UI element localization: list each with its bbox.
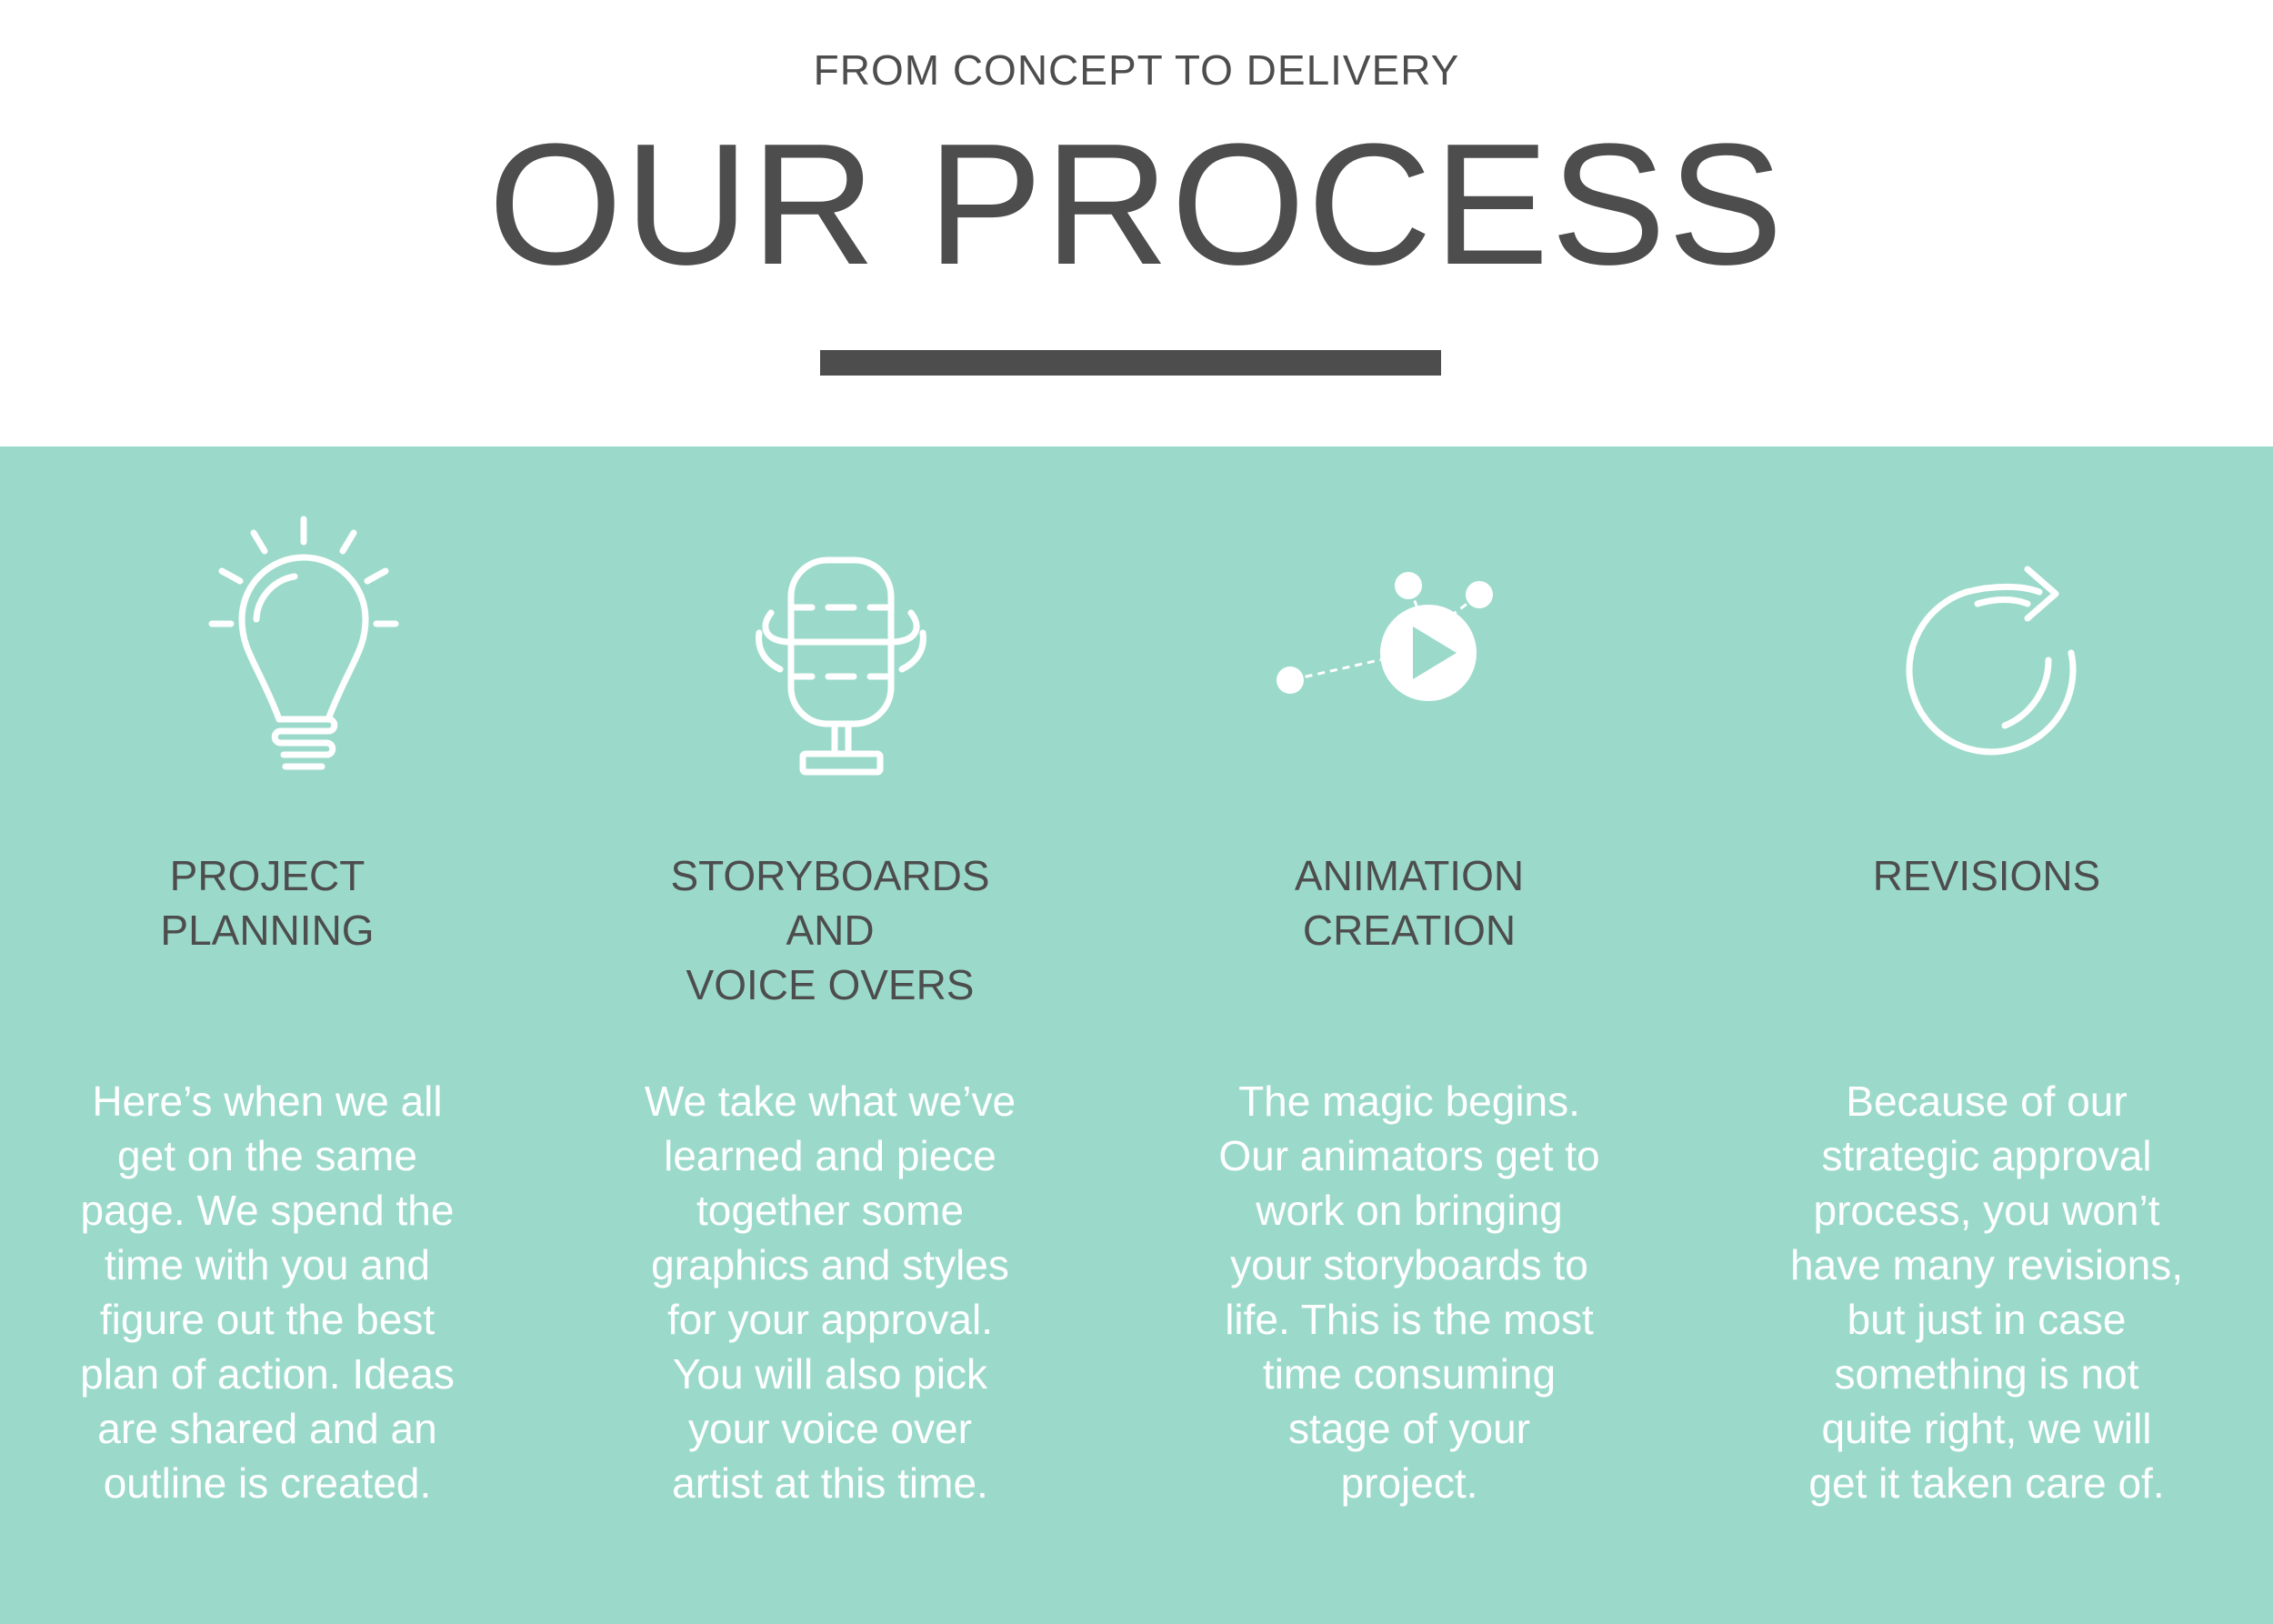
step-description: Here’s when we all get on the same page.… [80, 1078, 455, 1507]
step-description: Because of our strategic approval proces… [1789, 1078, 2184, 1507]
step-description: We take what we’ve learned and piece tog… [644, 1078, 1016, 1507]
header-kicker: FROM CONCEPT TO DELIVERY [813, 46, 1460, 94]
process-steps: PROJECT PLANNING Here’s when we all get … [0, 446, 2273, 1624]
step-title: STORYBOARDS AND VOICE OVERS [670, 852, 990, 1008]
refresh-arrow-icon [1841, 496, 2132, 787]
step-storyboards: STORYBOARDS AND VOICE OVERS We take what… [598, 446, 1062, 1624]
title-divider [820, 350, 1441, 376]
step-title: ANIMATION CREATION [1294, 852, 1525, 954]
header-section: FROM CONCEPT TO DELIVERY OUR PROCESS [0, 0, 2273, 446]
step-description: The magic begins. Our animators get to w… [1218, 1078, 1600, 1507]
page-title: OUR PROCESS [487, 108, 1786, 301]
step-title: PROJECT PLANNING [160, 852, 375, 954]
step-title: REVISIONS [1872, 852, 2101, 899]
play-network-icon [1263, 496, 1554, 787]
step-animation-creation: ANIMATION CREATION The magic begins. Our… [1173, 446, 1646, 1624]
step-project-planning: PROJECT PLANNING Here’s when we all get … [36, 446, 498, 1624]
step-revisions: REVISIONS Because of our strategic appro… [1746, 446, 2228, 1624]
lightbulb-icon [158, 496, 449, 787]
microphone-icon [685, 496, 976, 787]
